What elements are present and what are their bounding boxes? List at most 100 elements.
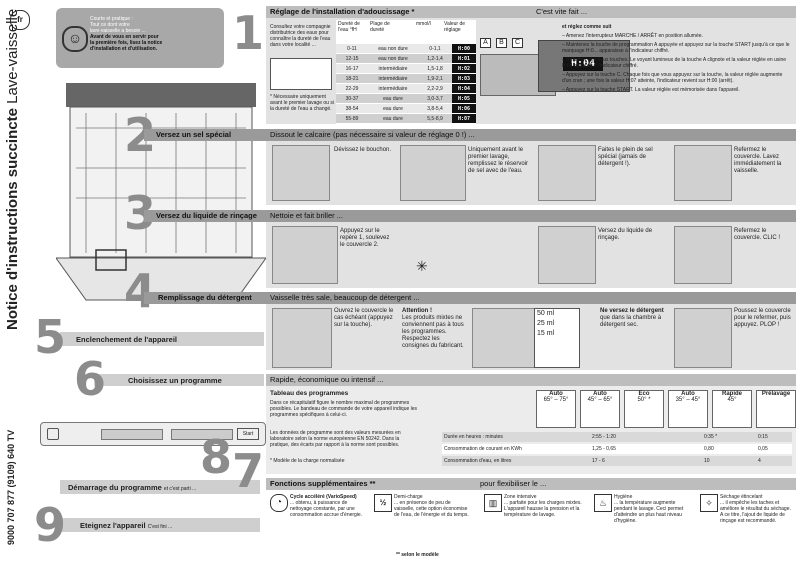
consult-text: Consultez votre compagnie distributrice … (270, 24, 331, 48)
step5-strip (60, 332, 264, 346)
step8-strip (60, 480, 260, 494)
intro-bold3: d'installation et d'utilisation. (90, 46, 158, 52)
step9-number: 9 (34, 498, 67, 552)
program-table-text: Dans ce récapitulatif figure le nombre m… (270, 400, 418, 418)
feature-intensive: Zone intensive... parfaite pour les char… (504, 494, 582, 518)
model-note: ** selon le modèle (396, 552, 439, 558)
intro-panel: ☺ Courte et pratique : Tout ce dont votr… (56, 8, 224, 68)
step6-bar: Rapide, économique ou intensif ... (266, 374, 796, 386)
step1-right-title: C'est vite fait ... (536, 7, 588, 16)
step5-number: 5 (34, 310, 67, 364)
step1-bar: Réglage de l'installation d'adoucissage … (266, 6, 796, 18)
intensive-zone-icon: ▥ (484, 494, 502, 512)
setting-value: H:04 (452, 83, 476, 94)
step4-t3: Poussez le couvercle pour le refermer, p… (734, 308, 791, 328)
step6-left-label: Choisissez un programme (128, 376, 222, 385)
step1-number: 1 (232, 6, 265, 60)
program-card: Prélavage (756, 390, 796, 428)
step7-panel: ◔ Cycle accéléré (VarioSpeed)... obtenu,… (266, 490, 796, 564)
detergent-open-image (272, 308, 332, 368)
step3-t3: Refermez le couvercle. CLIC ! (734, 228, 781, 241)
step6-number: 6 (74, 352, 107, 406)
start-button[interactable]: Start (237, 428, 259, 440)
salt-close-image (674, 145, 732, 201)
water-row: Consommation d'eau, en litres 17 - 6 10 … (442, 456, 792, 466)
step4-t2: Ne versez le détergent que dans la chamb… (600, 308, 664, 328)
norm-note: * Modèle de la charge normalisée (270, 458, 345, 464)
hygiene-icon: ♨ (594, 494, 612, 512)
step2-t4: Refermez le couvercle. Lavez immédiateme… (734, 147, 782, 174)
shine-dry-icon: ✧ (700, 494, 718, 512)
intro-line1: Courte et pratique : (90, 16, 133, 22)
step3-t1: Appuyez sur le repère 1, soulevez le cou… (340, 228, 390, 248)
duration-row: Durée en heures : minutes 2:55 - 1:20 0:… (442, 432, 792, 442)
step9-strip (60, 518, 260, 532)
sparkle-icon: ✳ (416, 258, 428, 274)
step3-panel: Appuyez sur le repère 1, soulevez le cou… (266, 222, 796, 288)
step4-attention: Attention ! Les produits mixtes ne convi… (402, 308, 464, 349)
step1-title: Réglage de l'installation d'adoucissage … (270, 7, 415, 16)
instructions: et réglez comme suit – Amenez l'interrup… (562, 24, 790, 93)
step3-desc: Nettoie et fait briller ... (270, 211, 343, 220)
display-diagram: H:04 (538, 40, 630, 92)
smiley-icon: ☺ (62, 26, 88, 52)
step8-number: 8 (200, 430, 233, 484)
step7-bar: Fonctions supplémentaires ** pour flexib… (266, 478, 796, 490)
step2-bar: Versez un sel spécial Dissout le calcair… (144, 129, 796, 141)
dishwasher-illustration (56, 83, 266, 301)
detergent-close-image (674, 308, 732, 368)
step7-number: 7 (232, 444, 265, 498)
setting-value: H:01 (452, 53, 476, 64)
energy-row: Consommation de courant en KWh 1,25 - 0,… (442, 444, 792, 454)
vertical-title: Notice d'instructions succincte Lave-vai… (4, 8, 21, 330)
lang-badge: fr (10, 10, 30, 30)
feature-variospeed: Cycle accéléré (VarioSpeed)... obtenu, à… (290, 494, 363, 518)
step2-t1: Dévissez le bouchon. (334, 147, 392, 153)
option-buttons[interactable] (171, 429, 233, 440)
rinse-pour-image (538, 226, 596, 284)
feature-shine-dry: Séchage étincelant... il empêche les tac… (720, 494, 791, 524)
hardness-table: Dureté de l'eau °fH Plage de dureté mmol… (336, 20, 476, 124)
feature-half-load: Demi-charge... en présence de peu de vai… (394, 494, 469, 518)
setting-value: H:03 (452, 73, 476, 84)
control-panel: Start (40, 422, 266, 446)
half-load-icon: ½ (374, 494, 392, 512)
step3-t2: Versez du liquide de rinçage. (598, 228, 653, 241)
step2-t2: Uniquement avant le premier lavage, remp… (468, 147, 529, 174)
power-button[interactable] (47, 428, 59, 440)
program-buttons[interactable] (101, 429, 163, 440)
step4-label: Remplissage du détergent (158, 293, 252, 302)
step6-panel: Tableau des programmes Dans ce récapitul… (266, 386, 796, 474)
step4-desc: Vaisselle très sale, beaucoup de déterge… (270, 293, 420, 302)
program-table-head: Tableau des programmes (270, 390, 349, 397)
locality-box (270, 58, 332, 90)
setting-value: H:00 (452, 44, 476, 54)
step6-strip (94, 374, 264, 386)
step3-label: Versez du liquide de rinçage (156, 211, 257, 220)
step4-number: 4 (124, 264, 157, 318)
step4-panel: Ouvrez le couvercle le cas échéant (appu… (266, 304, 796, 370)
step8-label: Démarrage du programme et c'est parti ..… (68, 483, 197, 492)
water-fill-image (400, 145, 466, 201)
feature-hygiene: Hygiène... la température augmente penda… (614, 494, 684, 524)
salt-cap-image (272, 145, 330, 201)
step6-desc: Rapide, économique ou intensif ... (270, 375, 384, 384)
norm-text: Les données de programme sont des valeur… (270, 430, 401, 448)
rinse-open-image (272, 226, 338, 284)
step2-t3: Faites le plein de sel spécial (jamais d… (598, 147, 653, 167)
intro-bold1: Avant de vous en servir pour (90, 34, 159, 40)
detergent-pour-image (472, 308, 536, 368)
setting-value: H:07 (452, 113, 476, 124)
step3-bar: Versez du liquide de rinçage Nettoie et … (144, 210, 796, 222)
